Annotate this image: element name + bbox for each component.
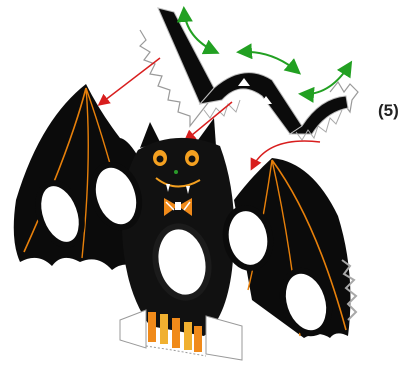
red-arrow-icon <box>100 58 160 104</box>
strip-segment-arch <box>200 73 302 134</box>
folding-strip <box>140 8 358 140</box>
green-double-arrow-icon <box>240 52 298 72</box>
bat-nose <box>174 170 178 174</box>
strip-segment-right <box>290 96 348 134</box>
step-number-label: (5) <box>378 101 399 121</box>
